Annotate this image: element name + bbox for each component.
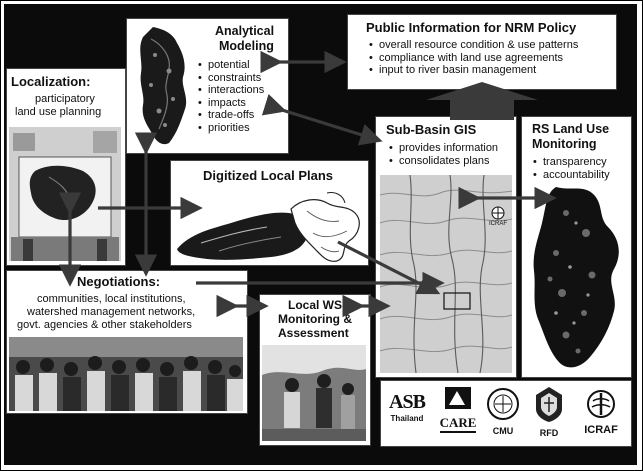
subbasin-item: consolidates plans (388, 155, 498, 168)
rs-landuse-map (533, 187, 619, 368)
local-ws-line3: Assessment (278, 326, 349, 340)
rs-monitoring-panel: RS Land Use Monitoring transparency acco… (521, 116, 632, 378)
icraf-logo: ICRAF (575, 389, 627, 436)
analytical-item: constraints (197, 72, 264, 85)
negotiations-line2: watershed management networks, (27, 306, 196, 318)
local-ws-line2: Monitoring & (278, 312, 352, 326)
local-ws-line1: Local WS (288, 298, 343, 312)
digitized-plans-map (177, 192, 360, 262)
icraf-logo-text: ICRAF (584, 424, 618, 436)
rfd-emblem-icon (536, 387, 562, 422)
care-logo-text: CARE (439, 415, 477, 433)
field-assessment-photo (262, 345, 366, 441)
analytical-item: impacts (197, 97, 264, 110)
analytical-item: potential (197, 59, 264, 72)
subbasin-title: Sub-Basin GIS (386, 122, 477, 137)
cmu-logo-text: CMU (492, 426, 514, 436)
asb-logo-text: ASB (389, 391, 426, 413)
rfd-logo-text: RFD (539, 428, 559, 438)
digitized-plans-panel: Digitized Local Plans (170, 160, 369, 266)
analytical-item: interactions (197, 84, 264, 97)
watershed-map-image (140, 27, 187, 145)
analytical-modeling-panel: Analytical Modeling potential constraint… (126, 18, 289, 154)
public-info-item: compliance with land use agreements (368, 52, 578, 65)
partner-logos-panel: ASB Thailand CARE CMU RFD ICRAF (380, 380, 632, 447)
public-info-title: Public Information for NRM Policy (366, 20, 577, 35)
localization-title: Localization: (11, 74, 91, 89)
analytical-list: potential constraints interactions impac… (197, 59, 264, 135)
rs-list: transparency accountability (532, 156, 610, 181)
care-logo: CARE (435, 387, 481, 433)
meeting-photo (9, 337, 243, 411)
negotiations-panel: Negotiations: communities, local institu… (6, 270, 248, 414)
public-info-list: overall resource condition & use pattern… (368, 39, 578, 77)
cmu-logo: CMU (483, 387, 523, 436)
negotiations-line1: communities, local institutions, (37, 293, 186, 305)
asb-logo-sub: Thailand (390, 414, 424, 423)
subbasin-relief-map: ICRAF (380, 175, 512, 373)
digitized-plans-title: Digitized Local Plans (203, 168, 334, 183)
rfd-logo: RFD (527, 385, 571, 438)
care-emblem-icon (445, 387, 471, 409)
localization-sub-line1: participatory (35, 93, 95, 105)
public-info-panel: Public Information for NRM Policy overal… (347, 14, 617, 90)
icraf-emblem-icon (587, 390, 615, 418)
rs-title-line1: RS Land Use (532, 122, 610, 136)
subbasin-list: provides information consolidates plans (388, 142, 498, 167)
map-icraf-label: ICRAF (489, 221, 507, 227)
public-info-item: overall resource condition & use pattern… (368, 39, 578, 52)
asb-logo: ASB Thailand (385, 391, 429, 423)
local-ws-panel: Local WS Monitoring & Assessment (259, 294, 371, 446)
negotiations-title: Negotiations: (77, 274, 161, 289)
rs-item: accountability (532, 169, 610, 182)
public-info-item: input to river basin management (368, 64, 578, 77)
rs-item: transparency (532, 156, 610, 169)
negotiations-line3: govt. agencies & other stakeholders (17, 319, 192, 331)
analytical-title-line1: Analytical (215, 24, 275, 38)
cmu-seal-icon (487, 388, 519, 420)
subbasin-item: provides information (388, 142, 498, 155)
rs-title-line2: Monitoring (532, 137, 597, 151)
analytical-title-line2: Modeling (219, 39, 274, 53)
analytical-item: trade-offs (197, 109, 264, 122)
localization-sub-line2: land use planning (15, 106, 102, 118)
subbasin-gis-panel: Sub-Basin GIS provides information conso… (375, 116, 517, 378)
planning-board-photo (9, 127, 121, 261)
localization-panel: Localization: participatory land use pla… (6, 68, 126, 266)
analytical-item: priorities (197, 122, 264, 135)
